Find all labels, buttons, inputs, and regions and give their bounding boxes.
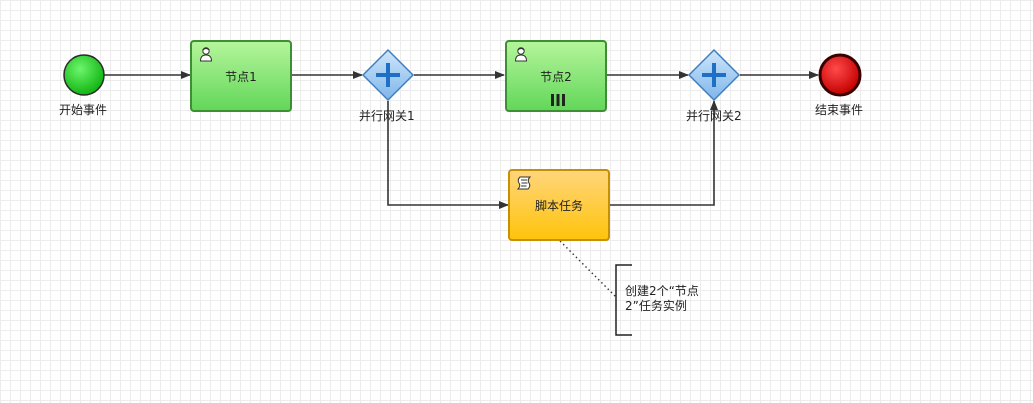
annotation-line-2: 2”任务实例 — [625, 299, 687, 313]
plus-icon — [702, 63, 726, 87]
user-task-node2[interactable]: 节点2 — [505, 40, 607, 112]
parallel-gateway-1[interactable] — [361, 48, 415, 102]
task-label: 节点2 — [540, 69, 572, 84]
user-icon — [199, 47, 213, 62]
user-task-node1[interactable]: 节点1 — [190, 40, 292, 112]
start-event[interactable] — [63, 54, 105, 96]
parallel-gateway-2[interactable] — [687, 48, 741, 102]
text-annotation[interactable]: 创建2个“节点 2”任务实例 — [625, 284, 705, 314]
annotation-bracket — [615, 264, 632, 336]
sequence-flows — [104, 71, 819, 209]
plus-icon — [376, 63, 400, 87]
gateway2-label: 并行网关2 — [686, 109, 742, 123]
script-icon — [516, 176, 532, 190]
end-event[interactable] — [818, 53, 862, 97]
gateway1-label: 并行网关1 — [359, 109, 415, 123]
multi-instance-parallel-icon — [551, 94, 565, 106]
flow-script-to-gateway2[interactable] — [609, 100, 718, 206]
end-event-label: 结束事件 — [815, 103, 864, 117]
script-task[interactable]: 脚本任务 — [508, 169, 610, 241]
user-icon — [514, 47, 528, 62]
task-label: 节点1 — [225, 69, 257, 84]
annotation-association[interactable] — [559, 240, 617, 298]
annotation-line-1: 创建2个“节点 — [625, 284, 699, 298]
flow-gateway1-to-script[interactable] — [387, 101, 509, 209]
start-event-label: 开始事件 — [59, 103, 108, 117]
task-label: 脚本任务 — [534, 198, 583, 213]
